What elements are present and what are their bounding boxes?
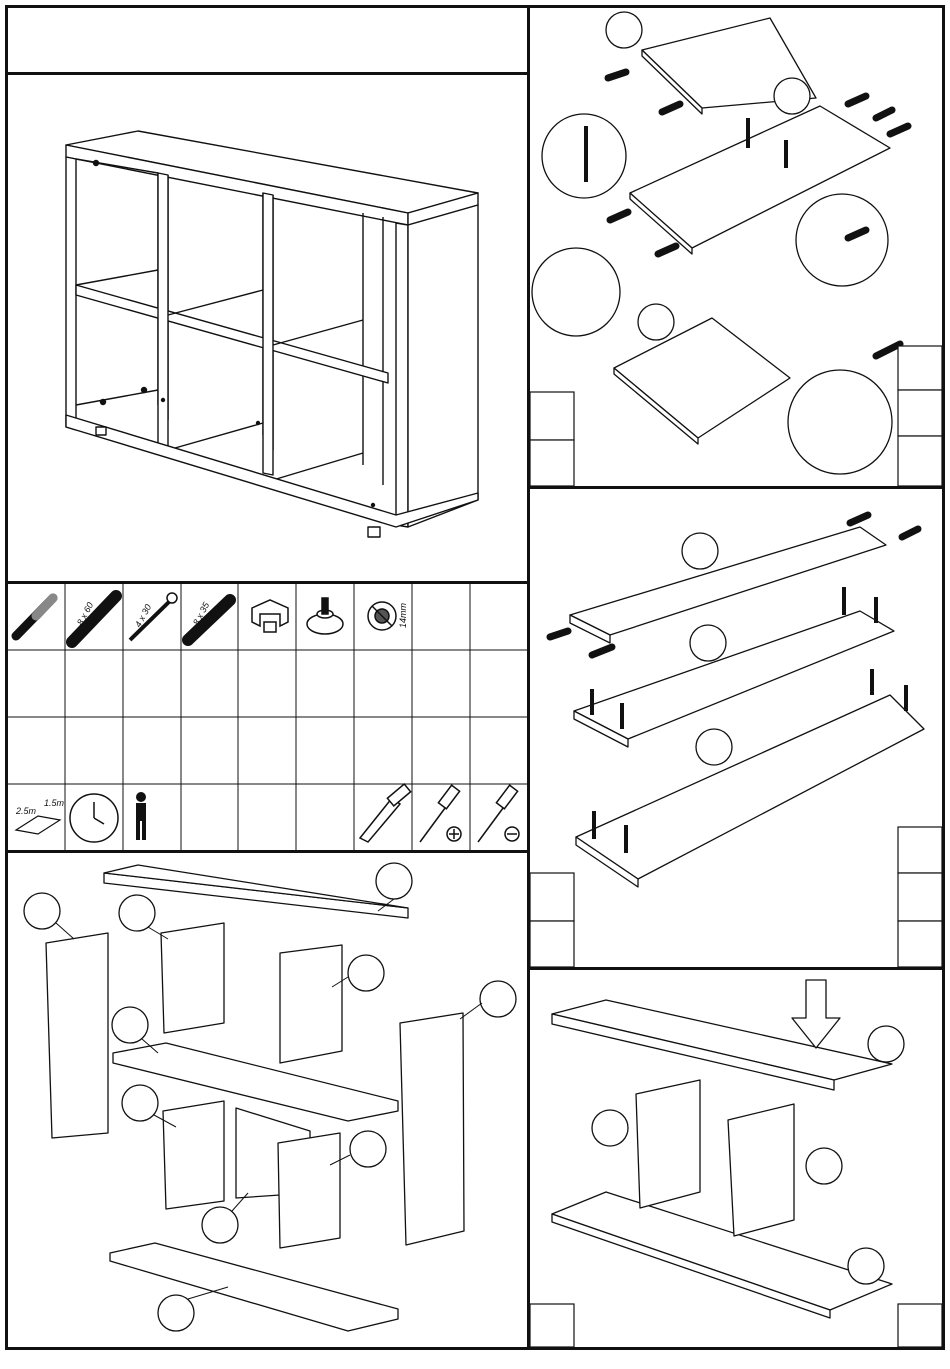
hammer-icon [360, 784, 411, 842]
clock-icon [70, 794, 118, 842]
overview-panel [5, 72, 530, 584]
dowel-cam-bolt-icon [16, 598, 53, 636]
exploded-parts-drawing [8, 853, 527, 1347]
workspace-icon [16, 816, 60, 834]
title-box [5, 5, 530, 75]
cam-lock-icon [368, 602, 396, 630]
step-1-drawing [530, 8, 942, 486]
clip-bracket-icon [252, 600, 288, 632]
space-label-2.5m: 2.5m [15, 806, 37, 816]
step-2-drawing [530, 489, 942, 967]
parts-grid: 8 x 60 4 x 30 8 x 35 14mm 2.5m 1.5m [8, 584, 527, 850]
step-3-drawing [530, 970, 942, 1347]
step-2-panel [527, 486, 945, 970]
step-3-panel [527, 967, 945, 1350]
assembled-shelf-drawing [8, 75, 527, 581]
step-1-panel [527, 5, 945, 489]
leveling-foot-icon [307, 598, 343, 634]
parts-table: 8 x 60 4 x 30 8 x 35 14mm 2.5m 1.5m [5, 581, 530, 853]
size-label-14mm: 14mm [398, 602, 408, 628]
screwdriver-phillips-icon [420, 785, 461, 842]
size-label-4x30: 4 x 30 [133, 603, 153, 629]
person-icon [136, 792, 146, 840]
exploded-parts-panel [5, 850, 530, 1350]
screwdriver-flat-icon [478, 785, 519, 842]
space-label-1.5m: 1.5m [44, 798, 65, 808]
